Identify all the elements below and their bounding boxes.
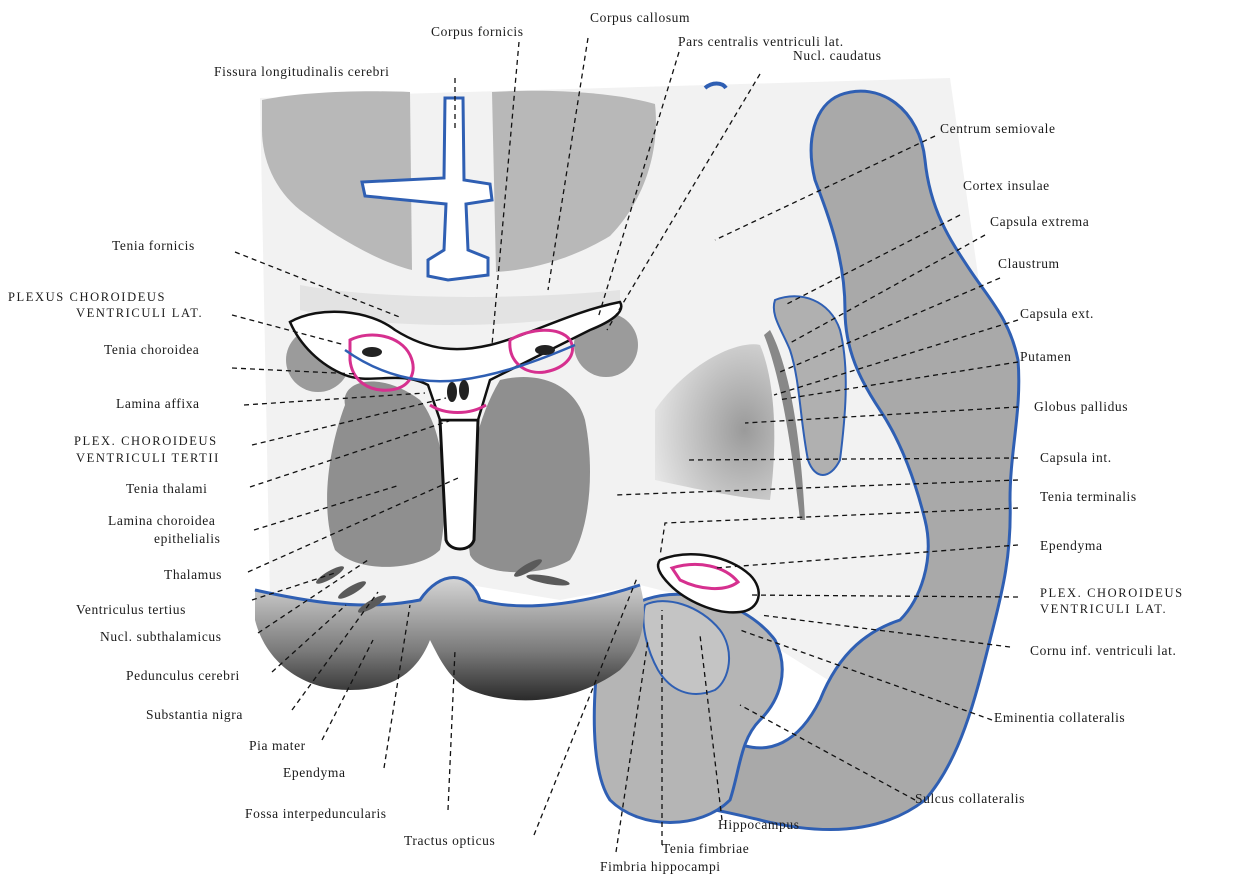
label-centrum-semiovale: Centrum semiovale (940, 121, 1056, 136)
label-plexus-tertii-1: PLEX. CHOROIDEUS (74, 434, 218, 448)
label-cornu-inf: Cornu inf. ventriculi lat. (1030, 643, 1176, 658)
label-hippocampus: Hippocampus (718, 817, 800, 832)
label-pars-centralis: Pars centralis ventriculi lat. (678, 34, 844, 49)
label-tenia-fimbriae: Tenia fimbriae (662, 841, 749, 856)
label-ventriculus-tertius: Ventriculus tertius (76, 602, 186, 617)
label-corpus-fornicis: Corpus fornicis (431, 24, 524, 39)
label-fossa-interpeduncularis: Fossa interpeduncularis (245, 806, 387, 821)
label-substantia-nigra: Substantia nigra (146, 707, 243, 722)
label-eminentia-collateralis: Eminentia collateralis (994, 710, 1125, 725)
label-thalamus: Thalamus (164, 567, 222, 582)
label-capsula-ext: Capsula ext. (1020, 306, 1094, 321)
label-plexus-lat-right-1: PLEX. CHOROIDEUS (1040, 586, 1184, 600)
label-nucl-caudatus: Nucl. caudatus (793, 48, 882, 63)
label-lamina-affixa: Lamina affixa (116, 396, 200, 411)
ventriculus-tertius-shape (440, 420, 478, 549)
label-fimbria-hippocampi: Fimbria hippocampi (600, 859, 721, 874)
label-tenia-choroidea: Tenia choroidea (104, 342, 199, 357)
label-capsula-int: Capsula int. (1040, 450, 1112, 465)
label-plexus-lat-left-1: PLEXUS CHOROIDEUS (8, 290, 166, 304)
label-corpus-callosum: Corpus callosum (590, 10, 690, 25)
label-fissura-longitudinalis: Fissura longitudinalis cerebri (214, 64, 389, 79)
label-lamina-choroidea-2: epithelialis (154, 531, 220, 546)
label-capsula-extrema: Capsula extrema (990, 214, 1089, 229)
label-putamen: Putamen (1020, 349, 1071, 364)
label-plexus-tertii-2: VENTRICULI TERTII (76, 451, 220, 465)
label-globus-pallidus: Globus pallidus (1034, 399, 1128, 414)
label-tenia-terminalis: Tenia terminalis (1040, 489, 1137, 504)
label-ependyma-right: Ependyma (1040, 538, 1103, 553)
label-lamina-choroidea-1: Lamina choroidea (108, 513, 215, 528)
label-plexus-lat-right-2: VENTRICULI LAT. (1040, 602, 1167, 616)
label-pedunculus-cerebri: Pedunculus cerebri (126, 668, 240, 683)
label-claustrum: Claustrum (998, 256, 1060, 271)
label-tenia-fornicis: Tenia fornicis (112, 238, 195, 253)
label-ependyma-left: Ependyma (283, 765, 346, 780)
label-cortex-insulae: Cortex insulae (963, 178, 1050, 193)
label-tenia-thalami: Tenia thalami (126, 481, 207, 496)
label-pia-mater: Pia mater (249, 738, 306, 753)
label-tractus-opticus: Tractus opticus (404, 833, 495, 848)
label-nucl-subthalamicus: Nucl. subthalamicus (100, 629, 222, 644)
label-sulcus-collateralis: Sulcus collateralis (915, 791, 1025, 806)
label-plexus-lat-left-2: VENTRICULI LAT. (76, 306, 203, 320)
